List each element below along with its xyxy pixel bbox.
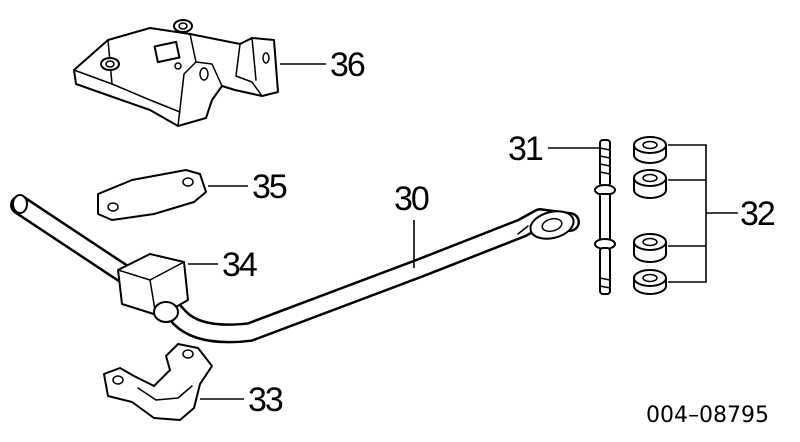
part-31-link-bolt	[594, 139, 616, 295]
leader-32-bracket	[668, 144, 738, 283]
grommet-1	[633, 136, 667, 164]
grommet-4	[633, 269, 667, 295]
callout-36: 36	[330, 46, 365, 84]
callout-34: 34	[222, 246, 257, 284]
callout-35: 35	[252, 168, 287, 206]
part-33-retainer-clamp	[103, 343, 213, 421]
callout-32: 32	[740, 195, 775, 233]
callout-30: 30	[394, 180, 429, 218]
callout-31: 31	[508, 130, 543, 168]
grommet-3	[633, 233, 667, 263]
grommet-2	[633, 169, 667, 199]
callout-33: 33	[248, 381, 283, 419]
part-30-stabilizer-bar	[10, 194, 580, 344]
part-32-grommets	[633, 136, 667, 295]
reference-code: 004–08795	[646, 403, 769, 428]
part-35-retainer-plate	[97, 169, 207, 221]
part-36-mounting-bracket	[73, 19, 279, 127]
part-34-bushing	[117, 253, 189, 323]
